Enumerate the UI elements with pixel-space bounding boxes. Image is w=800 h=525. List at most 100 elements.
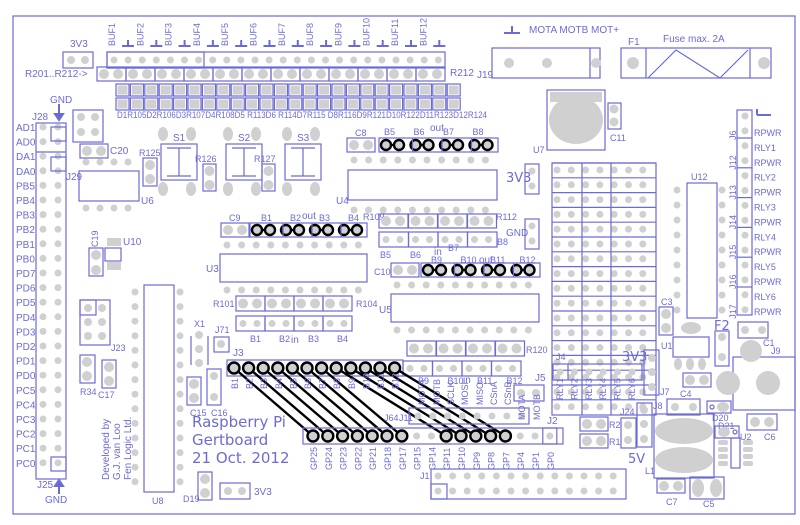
proto-hole	[582, 255, 590, 263]
pin-hole	[718, 291, 726, 299]
j24-label: J24	[620, 407, 635, 417]
pin-hole	[408, 281, 416, 289]
j3-jumper-pin	[358, 361, 373, 375]
pin-hole	[131, 390, 139, 398]
resistor-pad	[468, 343, 478, 354]
gpio-jumper-pin	[365, 429, 379, 443]
u2-pad	[718, 461, 728, 466]
gpio-pin-hole	[427, 432, 435, 440]
pin-hole	[39, 371, 47, 379]
f2-label: F2	[714, 319, 730, 334]
pin-hole	[495, 326, 503, 334]
switch-pad	[251, 127, 261, 141]
c6-label: C6	[764, 432, 776, 442]
pin-hole	[54, 211, 62, 219]
3v3-bottom-label: 3V3	[254, 487, 272, 498]
pin-hole	[223, 56, 231, 64]
led-pad	[419, 85, 430, 95]
pin-hole	[718, 231, 726, 239]
pin-hole	[340, 241, 348, 249]
relay-header	[736, 109, 753, 316]
proto-hole	[625, 314, 632, 322]
jumper-pin	[350, 223, 364, 237]
resistor-pad	[325, 298, 335, 309]
gpio-pin-label: GP4	[516, 452, 526, 470]
d19-label: D19	[183, 494, 200, 504]
resistor-pad-frame	[360, 97, 375, 111]
led-pad-frame	[259, 83, 274, 97]
proto-hole	[639, 284, 647, 292]
pin-hole	[382, 236, 390, 243]
pin-hole	[166, 56, 174, 64]
pin-hole	[54, 152, 62, 160]
pin-hole	[39, 167, 47, 175]
resistor-pad	[131, 99, 142, 109]
pin-hole	[54, 225, 62, 233]
pin-hole	[176, 303, 184, 311]
l1-label: L1	[645, 466, 655, 476]
pin-hole	[466, 326, 474, 334]
switch-pad	[158, 182, 168, 196]
pin-label: PD7	[16, 269, 36, 280]
pin-hole	[54, 181, 62, 189]
c10-label: C10	[374, 267, 391, 277]
gpio-pin-hole	[531, 432, 539, 440]
resistor-pad-frame	[415, 66, 446, 82]
proto-hole	[567, 299, 575, 307]
resistor-pad	[395, 216, 405, 226]
gpio-header-pin	[551, 487, 559, 495]
d20-label: D20	[712, 413, 729, 423]
resistor-pad	[405, 99, 416, 109]
pin-hole	[82, 204, 90, 212]
pin-hole	[54, 327, 62, 335]
pin-hole	[673, 261, 681, 269]
c8-label: C8	[355, 128, 367, 138]
pin-hole	[451, 281, 459, 289]
pin-hole	[54, 284, 62, 292]
resistor-pad	[252, 298, 262, 309]
pin-hole	[408, 206, 416, 214]
buffer-pin-label: B9	[418, 376, 429, 386]
pin-hole	[465, 365, 473, 372]
gpio-header-pin	[492, 472, 500, 480]
buffer-label: BUF1	[107, 23, 117, 46]
proto-hole	[567, 314, 575, 322]
c5-label: C5	[703, 499, 715, 509]
resistor-pad	[258, 69, 268, 79]
pin-hole	[673, 186, 681, 194]
c3-label: C3	[661, 297, 673, 307]
led-pad	[391, 85, 402, 95]
pin-hole	[39, 284, 47, 292]
resistor-pad	[204, 166, 215, 176]
j3-pin-label: B12	[391, 373, 401, 389]
u4-chip	[347, 169, 498, 201]
pin-hole	[393, 326, 401, 334]
led-pad	[376, 85, 387, 95]
resistor-pad	[419, 99, 430, 109]
pin-hole	[510, 326, 518, 334]
gpio-header-pin	[551, 472, 559, 480]
resistor-pad	[316, 69, 326, 79]
gpio-jumper-pin	[469, 429, 483, 443]
pin-hole	[354, 241, 362, 249]
pin-hole	[422, 281, 430, 289]
pin-hole	[503, 412, 511, 420]
pin-label: PC5	[16, 386, 36, 397]
proto-hole	[596, 255, 604, 263]
proto-hole	[610, 166, 618, 174]
j25-label: J25	[37, 480, 54, 491]
j23-label: J23	[111, 343, 126, 353]
spi-label: MOTB	[432, 379, 442, 405]
jumper-wire	[233, 367, 314, 437]
proto-hole	[610, 388, 618, 396]
gpio-pin-label: GP0	[546, 452, 556, 470]
resistor-pad-frame	[144, 97, 159, 111]
header-frame	[322, 315, 353, 332]
resistor-pad-frame	[259, 97, 274, 111]
jumper-pin	[379, 138, 393, 152]
resistor-pad-frame	[173, 97, 188, 111]
c1-label: C1	[763, 338, 775, 348]
resistor-pad	[160, 99, 171, 109]
spi-label: CSnA	[489, 381, 499, 405]
resistor-pad	[215, 69, 225, 79]
